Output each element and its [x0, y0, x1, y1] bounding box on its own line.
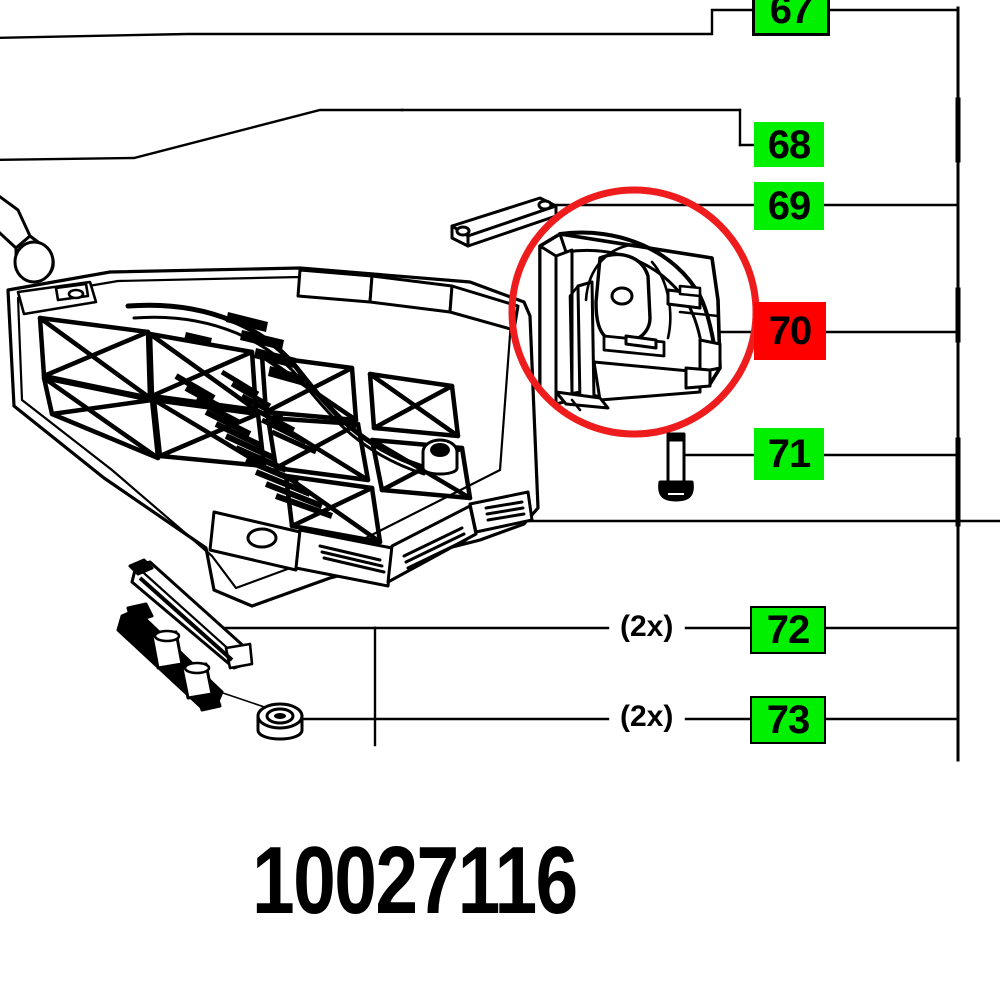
- callout-68-label: 68: [767, 122, 811, 167]
- callout-73[interactable]: 73: [750, 696, 826, 744]
- part-rod-pin: [0, 194, 55, 284]
- leader-line-67: [0, 8, 754, 39]
- callout-72-label: 72: [766, 608, 810, 652]
- part-base-plate-assembly: [6, 266, 540, 608]
- part-washer-bushing: [256, 702, 304, 741]
- callout-69[interactable]: 69: [754, 182, 824, 230]
- part-flat-link-bar: [450, 196, 558, 248]
- callout-67[interactable]: 67: [752, 0, 830, 36]
- leader-line-68: [0, 108, 404, 162]
- part-shoulder-screw: [658, 432, 694, 502]
- part-guide-rail-upper: [128, 558, 254, 670]
- callout-68[interactable]: 68: [754, 122, 824, 167]
- part-motor-housing-bracket: [538, 230, 722, 412]
- callout-70[interactable]: 70: [754, 302, 826, 360]
- quantity-marker-73: (2x): [620, 700, 674, 733]
- callout-69-label: 69: [767, 184, 811, 228]
- callout-70-label: 70: [768, 309, 812, 353]
- callout-71-label: 71: [767, 432, 811, 476]
- callout-71[interactable]: 71: [754, 428, 824, 480]
- leader-lines: [0, 6, 1000, 762]
- part-number: 10027116: [252, 827, 578, 934]
- callout-72[interactable]: 72: [750, 606, 826, 654]
- callout-67-label: 67: [769, 0, 813, 32]
- part-guide-rail-lower: [116, 602, 224, 712]
- callout-73-label: 73: [766, 698, 810, 742]
- quantity-marker-72: (2x): [620, 610, 674, 643]
